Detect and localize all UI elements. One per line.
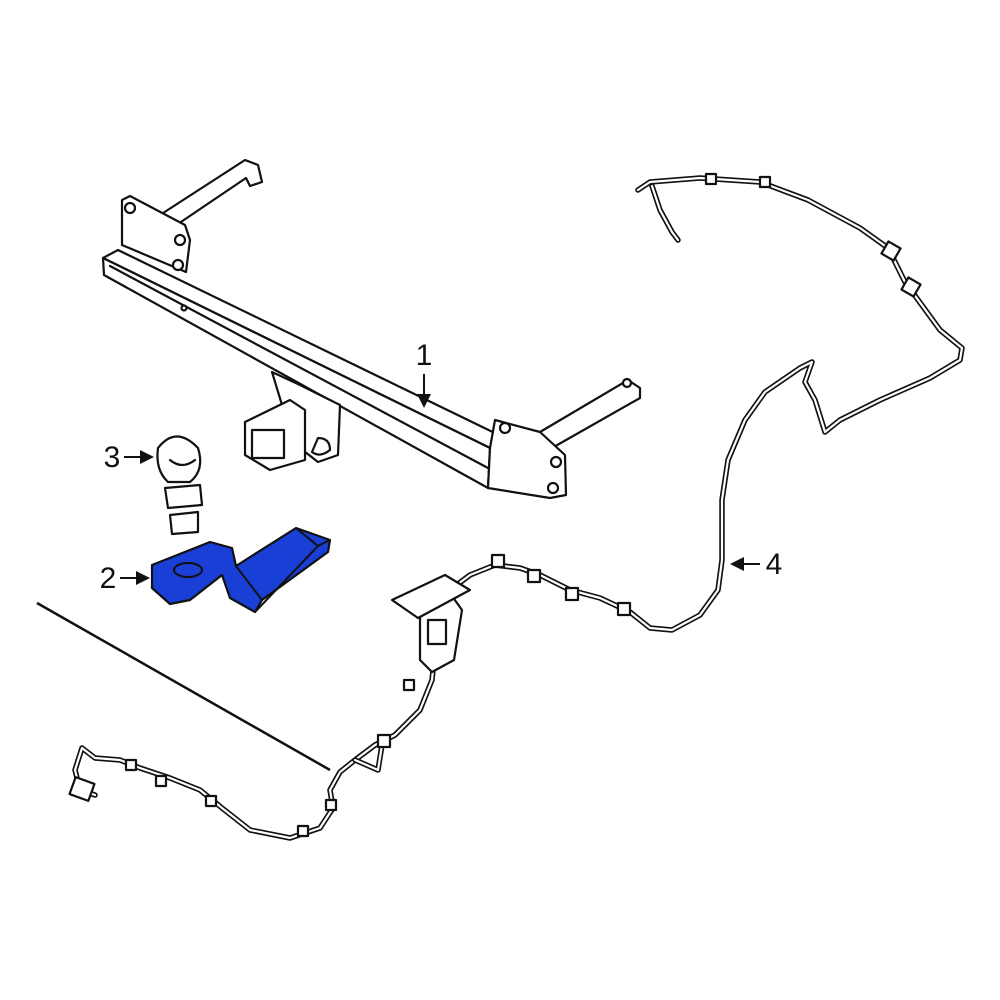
wiring-harness[interactable] bbox=[36, 172, 965, 841]
callout-4: 4 bbox=[730, 548, 782, 581]
callout-2-label: 2 bbox=[100, 562, 117, 595]
callout-1: 1 bbox=[416, 339, 433, 408]
hitch-crossmember[interactable] bbox=[101, 158, 642, 500]
callout-4-label: 4 bbox=[766, 548, 783, 581]
callout-2: 2 bbox=[100, 562, 150, 595]
tow-ball-mount[interactable] bbox=[150, 526, 332, 614]
callout-3: 3 bbox=[104, 441, 154, 474]
tow-ball[interactable] bbox=[156, 435, 204, 536]
callout-1-label: 1 bbox=[416, 339, 433, 372]
callout-3-label: 3 bbox=[104, 441, 121, 474]
